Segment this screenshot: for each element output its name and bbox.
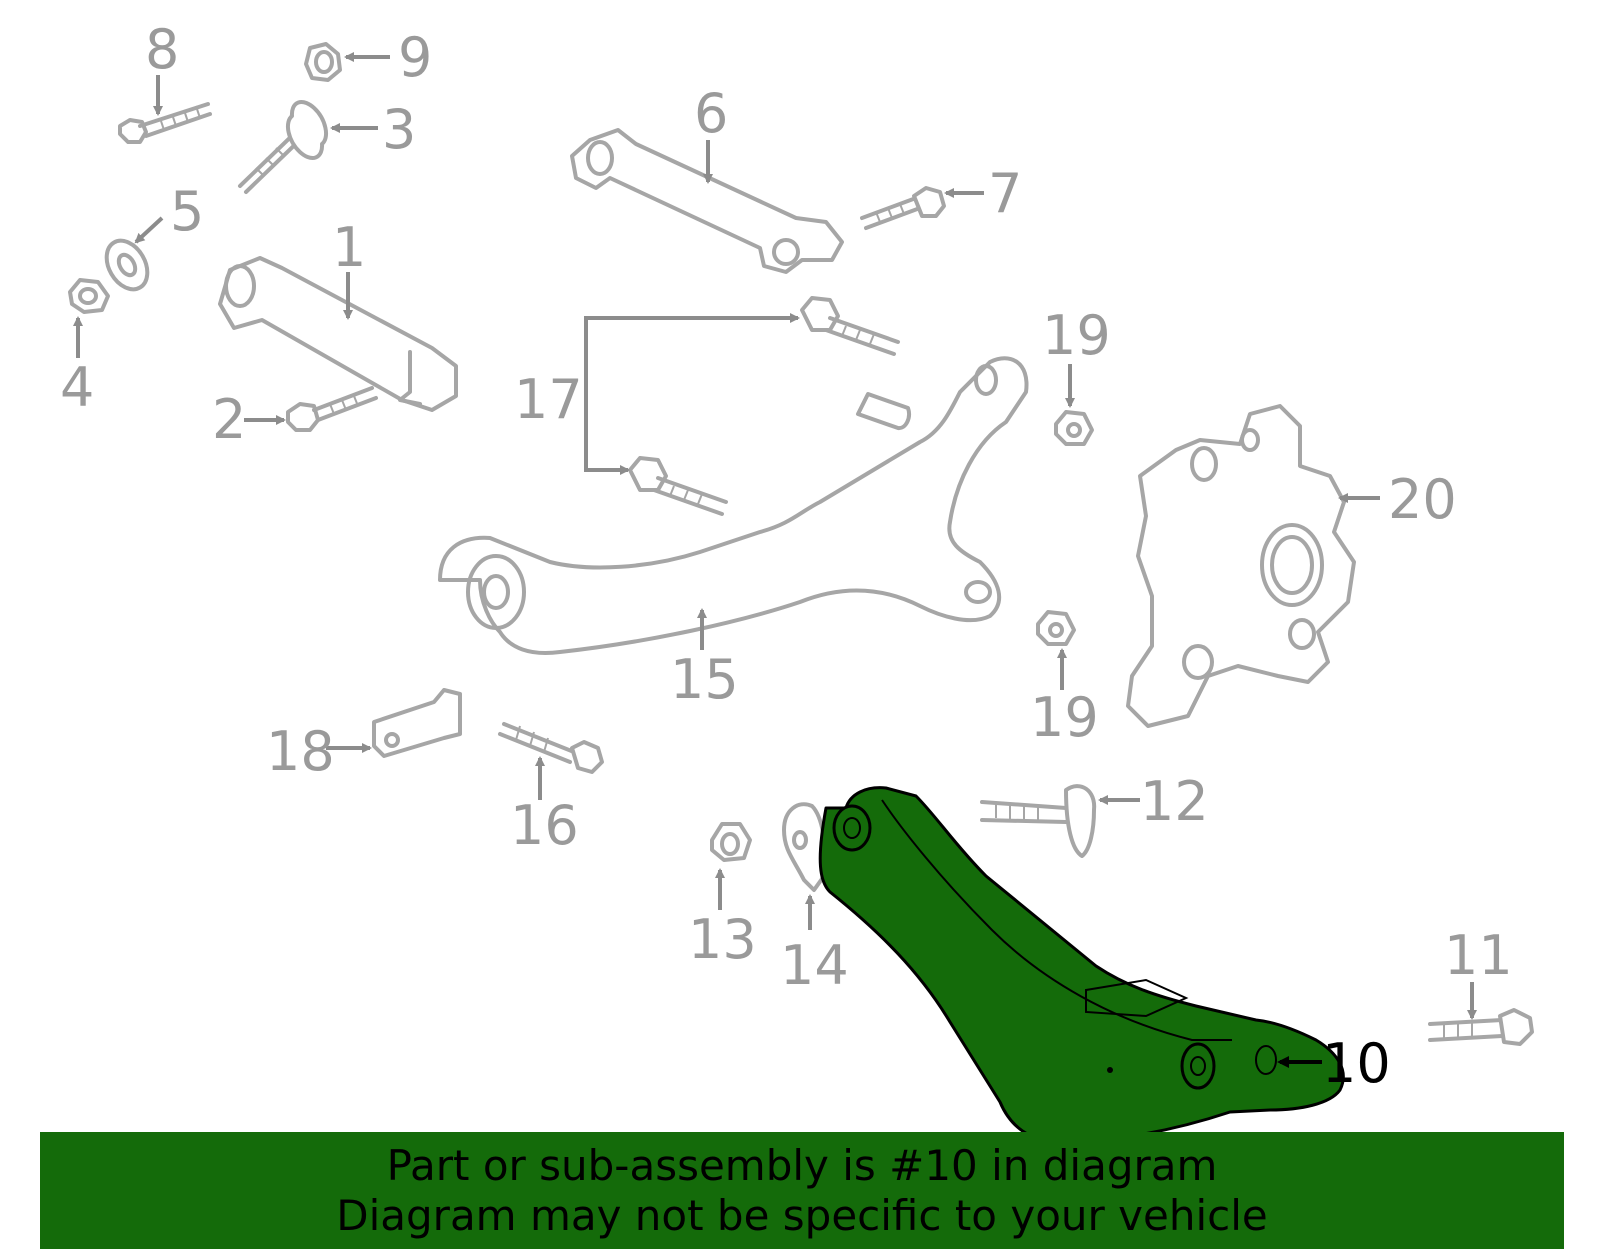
- part-14-cam-washer: [782, 802, 828, 892]
- part-19-nut-lower: [1036, 610, 1076, 646]
- callout-12: 12: [1140, 770, 1209, 833]
- part-19-nut-upper: [1054, 410, 1094, 446]
- callout-9: 9: [398, 26, 432, 89]
- callout-13: 13: [688, 908, 757, 971]
- banner-line-2: Diagram may not be specific to your vehi…: [336, 1191, 1268, 1240]
- part-3-cam-bolt: [238, 100, 329, 194]
- part-15-lower-arm: [438, 356, 1029, 655]
- part-8-bolt: [118, 102, 212, 144]
- callout-4: 4: [60, 356, 94, 419]
- info-banner: Part or sub-assembly is #10 in diagram D…: [40, 1132, 1564, 1249]
- part-7-bolt: [860, 186, 946, 230]
- part-18-bracket: [372, 688, 462, 758]
- part-13-nut: [710, 822, 752, 862]
- part-10-trailing-arm: [818, 786, 1345, 1144]
- callout-18: 18: [266, 720, 335, 783]
- part-16-bolt: [498, 722, 604, 774]
- callout-19-lower: 19: [1030, 686, 1099, 749]
- callout-2: 2: [212, 388, 246, 451]
- callout-5: 5: [170, 180, 204, 243]
- callout-19-upper: 19: [1042, 304, 1111, 367]
- callout-3: 3: [382, 98, 416, 161]
- callout-20: 20: [1388, 468, 1457, 531]
- callout-7: 7: [988, 162, 1022, 225]
- leader-lines: [73, 52, 1477, 1068]
- part-17-bolts: [628, 296, 900, 516]
- callout-8: 8: [145, 18, 179, 81]
- part-6-toe-link: [570, 128, 844, 274]
- part-5-washer: [104, 238, 150, 292]
- callout-6: 6: [694, 82, 728, 145]
- part-11-bolt: [1428, 1008, 1534, 1046]
- callout-11: 11: [1444, 924, 1513, 987]
- callout-17: 17: [514, 368, 583, 431]
- part-12-cam-bolt: [980, 784, 1097, 858]
- callout-1: 1: [332, 216, 366, 279]
- part-20-knuckle: [1126, 404, 1356, 728]
- callout-15: 15: [670, 648, 739, 711]
- part-4-nut: [68, 278, 110, 314]
- callout-16: 16: [510, 794, 579, 857]
- callout-10: 10: [1322, 1032, 1391, 1095]
- part-1-control-link: [218, 256, 458, 412]
- callout-labels: 8 9 3 5 4 1 2 6 7 17 19 20 15 19 18 16 1…: [60, 18, 1513, 1095]
- banner-line-1: Part or sub-assembly is #10 in diagram: [386, 1141, 1218, 1190]
- part-9-nut: [304, 42, 342, 82]
- part-2-bolt: [286, 386, 378, 432]
- callout-14: 14: [780, 934, 849, 997]
